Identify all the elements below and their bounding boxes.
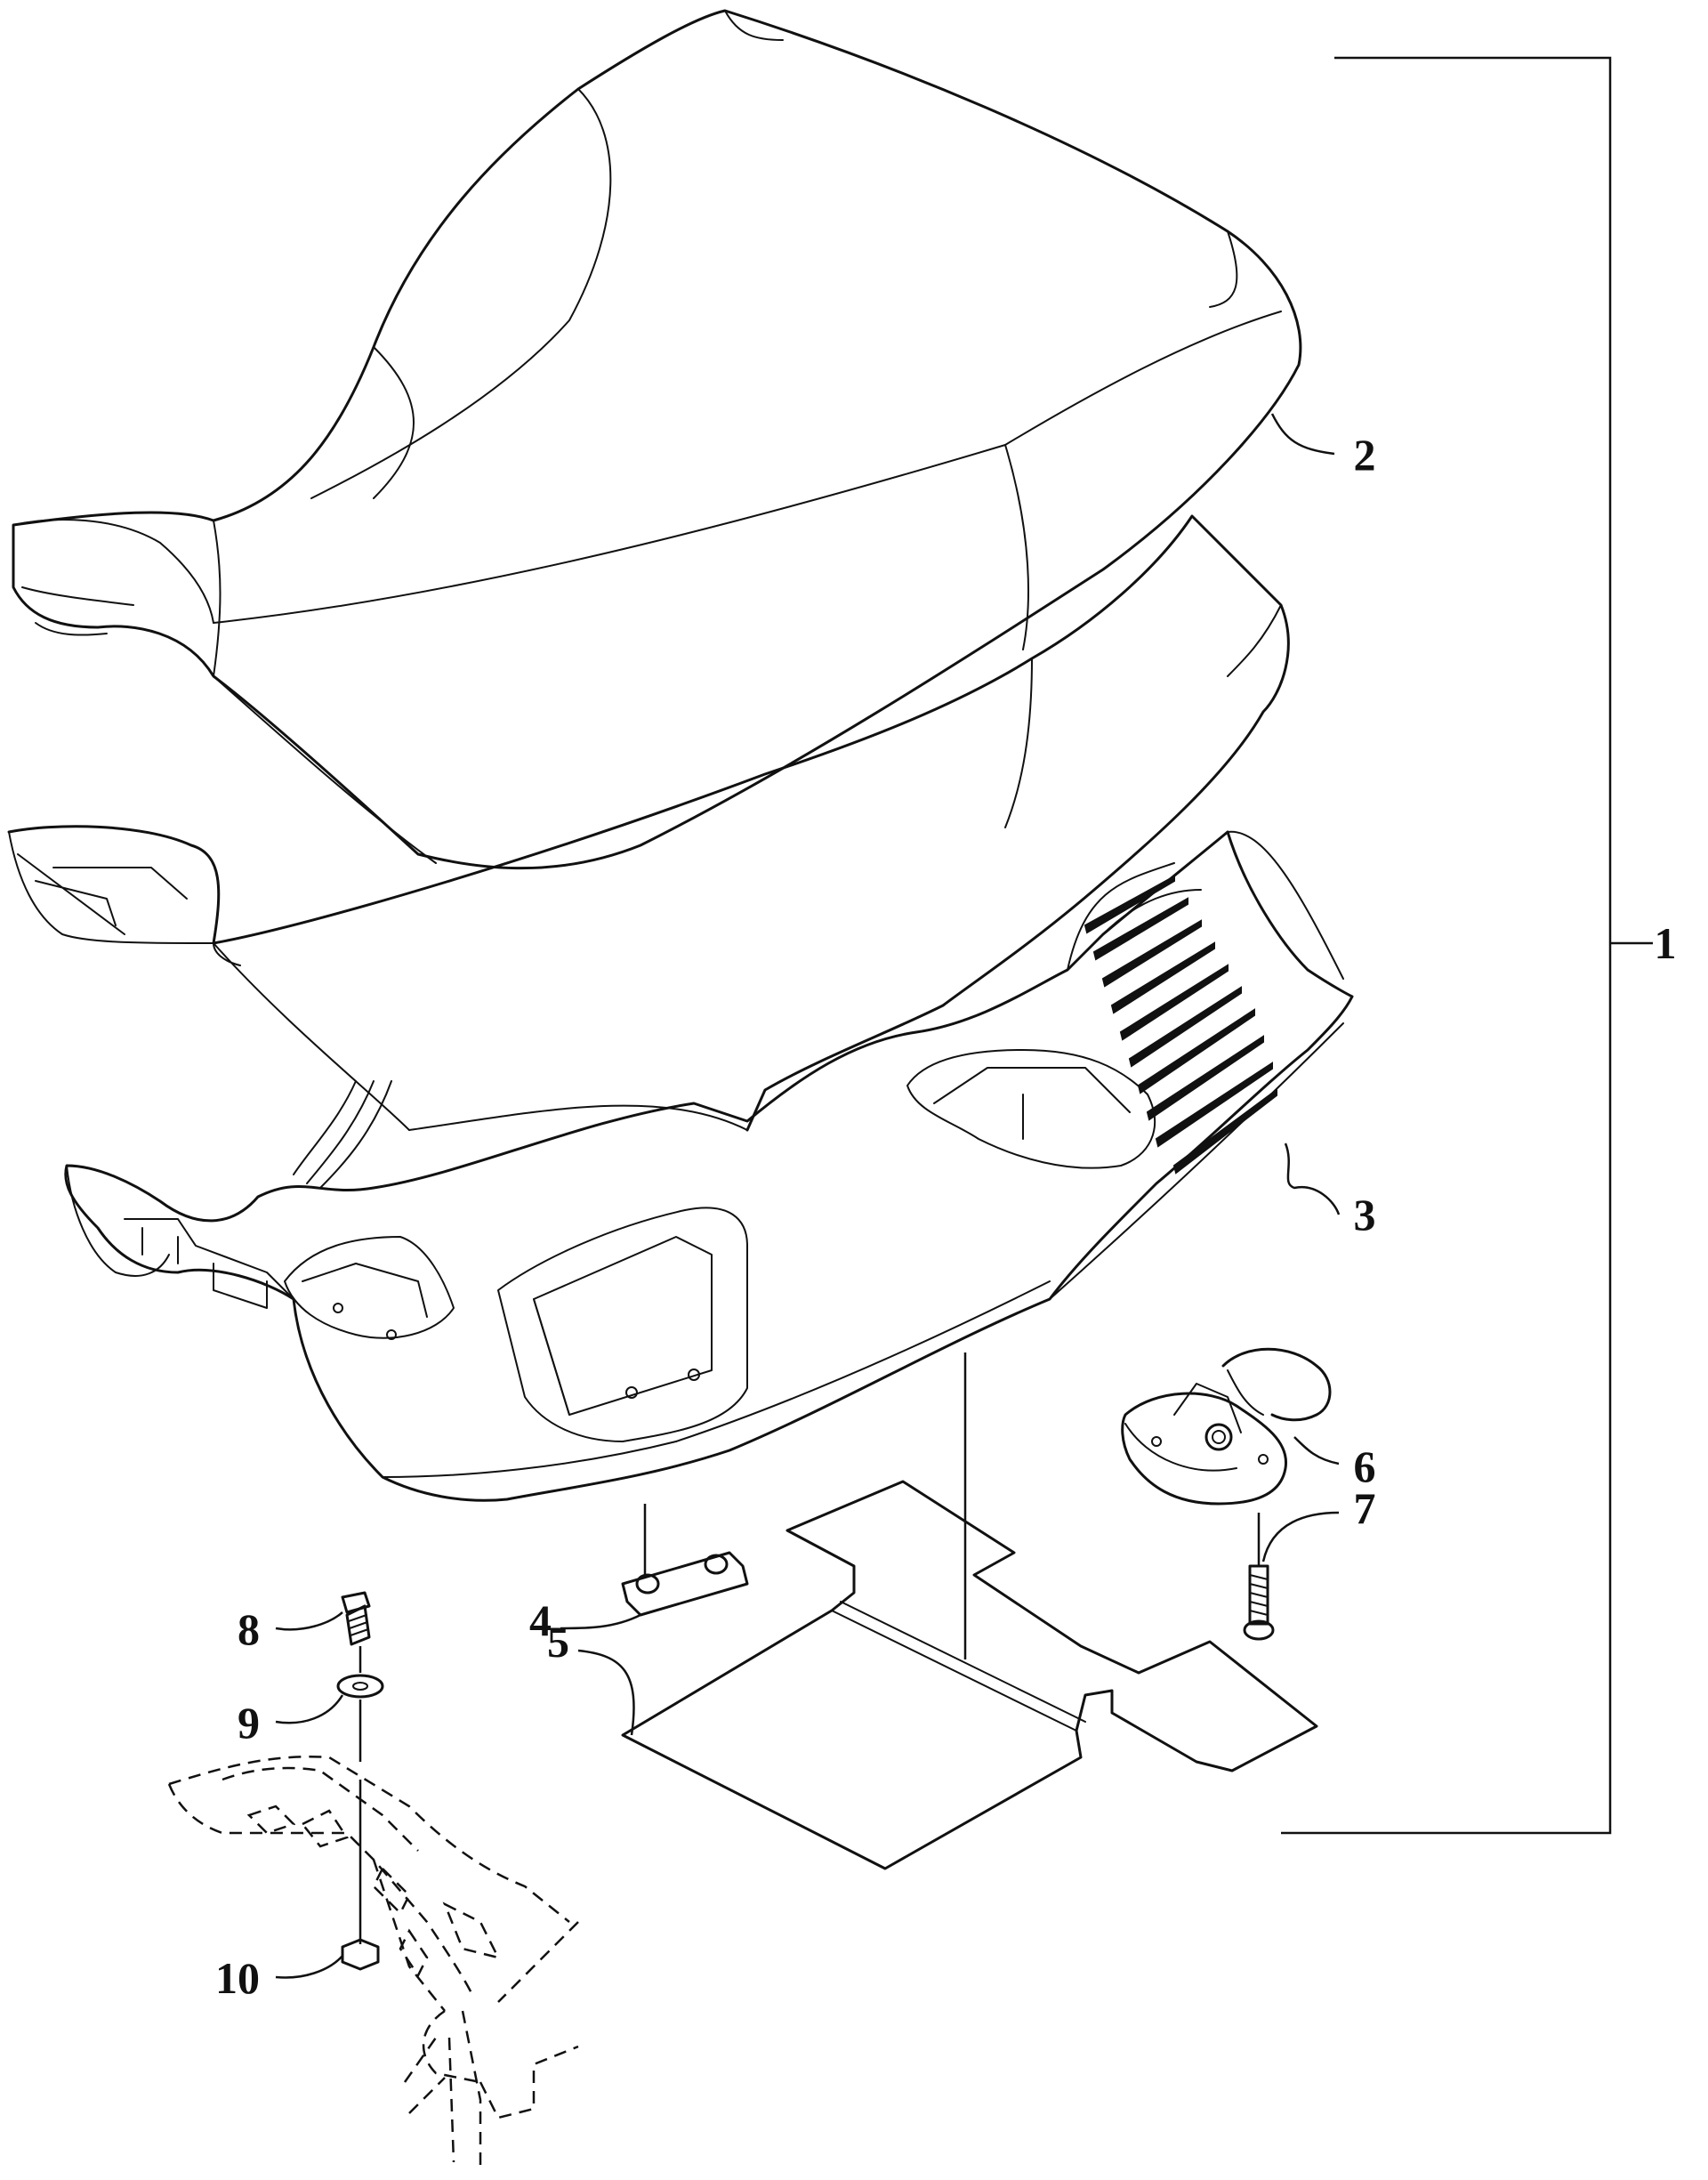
- bumper-pad: [621, 1504, 749, 1617]
- callout-5: 5: [547, 1617, 569, 1667]
- leader-2: [1270, 413, 1335, 456]
- seat-cover: [12, 9, 1302, 870]
- seat-liner-pad: [621, 1480, 1318, 1870]
- callout-9: 9: [238, 1698, 260, 1748]
- lock-nut: [341, 1938, 380, 1971]
- latch-bolt: [1243, 1513, 1275, 1641]
- seat-base: [7, 514, 1354, 1502]
- callout-1: 1: [1655, 918, 1677, 968]
- mounting-stud: [341, 1591, 371, 1673]
- leader-3: [1284, 1142, 1341, 1215]
- leader-10: [275, 1955, 343, 1979]
- frame-section: [167, 1756, 579, 2171]
- washer: [336, 1674, 384, 1762]
- callout-8: 8: [238, 1604, 260, 1654]
- callout-7: 7: [1354, 1483, 1376, 1533]
- callout-4: 4: [529, 1595, 552, 1645]
- leader-4: [560, 1613, 641, 1630]
- leader-5: [577, 1649, 635, 1736]
- seat-latch: [1121, 1347, 1332, 1506]
- callout-6: 6: [1354, 1441, 1376, 1491]
- assembly-bracket: [1281, 56, 1653, 1835]
- callout-10: 10: [215, 1953, 260, 2003]
- leader-7: [1261, 1511, 1340, 1562]
- leader-9: [275, 1694, 344, 1724]
- callout-2: 2: [1354, 430, 1376, 480]
- callout-3: 3: [1354, 1190, 1376, 1239]
- leader-6: [1293, 1436, 1340, 1465]
- leader-8: [275, 1611, 343, 1631]
